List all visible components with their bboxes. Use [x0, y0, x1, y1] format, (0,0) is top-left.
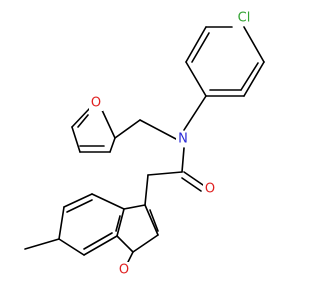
bond	[109, 137, 116, 153]
bond	[58, 238, 85, 256]
methyl-bond	[24, 238, 60, 250]
double-bond	[181, 177, 202, 192]
bond	[63, 193, 93, 208]
bond	[116, 208, 125, 237]
chlorine-label: Cl	[238, 11, 251, 26]
benzofuran-oxygen-atom: O	[117, 262, 131, 278]
amide-nitrogen-label: N	[178, 132, 188, 147]
double-bond-inner	[77, 114, 89, 128]
bond	[114, 119, 141, 139]
double-bond-inner	[83, 232, 113, 250]
carbonyl-oxygen-label: O	[205, 182, 215, 197]
bond	[58, 206, 65, 240]
bond	[144, 204, 159, 236]
molecule-structure-diagram: Cl N O O O	[24, 10, 265, 278]
bond	[116, 235, 134, 253]
benzofuran-oxygen-label: O	[119, 263, 129, 278]
bond	[101, 109, 116, 139]
bond	[71, 126, 81, 153]
bond	[71, 107, 91, 128]
furan-oxygen-label: O	[91, 96, 101, 111]
double-bond-inner	[149, 209, 159, 232]
bond	[181, 147, 185, 173]
double-bond-inner	[240, 62, 259, 91]
bond	[185, 26, 207, 63]
bond	[185, 61, 207, 97]
bond	[91, 193, 125, 210]
bond	[243, 61, 265, 97]
double-bond-inner	[191, 32, 210, 63]
bond	[243, 26, 265, 63]
bond	[144, 174, 149, 206]
bond-layer	[24, 26, 265, 263]
carbonyl-oxygen-atom: O	[203, 181, 217, 197]
bond	[127, 251, 134, 263]
furan-oxygen-atom: O	[89, 95, 103, 111]
bond	[139, 119, 177, 140]
bond	[183, 171, 204, 186]
bond	[147, 171, 183, 176]
bond	[132, 234, 159, 253]
bond	[183, 95, 207, 131]
chlorine-atom: Cl	[233, 10, 255, 26]
bond	[83, 235, 118, 256]
atom-label-layer: Cl N O O O	[89, 10, 255, 278]
amide-nitrogen-atom: N	[176, 131, 190, 147]
double-bond-inner	[115, 215, 121, 232]
bond	[123, 204, 146, 210]
double-bond-inner	[66, 199, 93, 213]
